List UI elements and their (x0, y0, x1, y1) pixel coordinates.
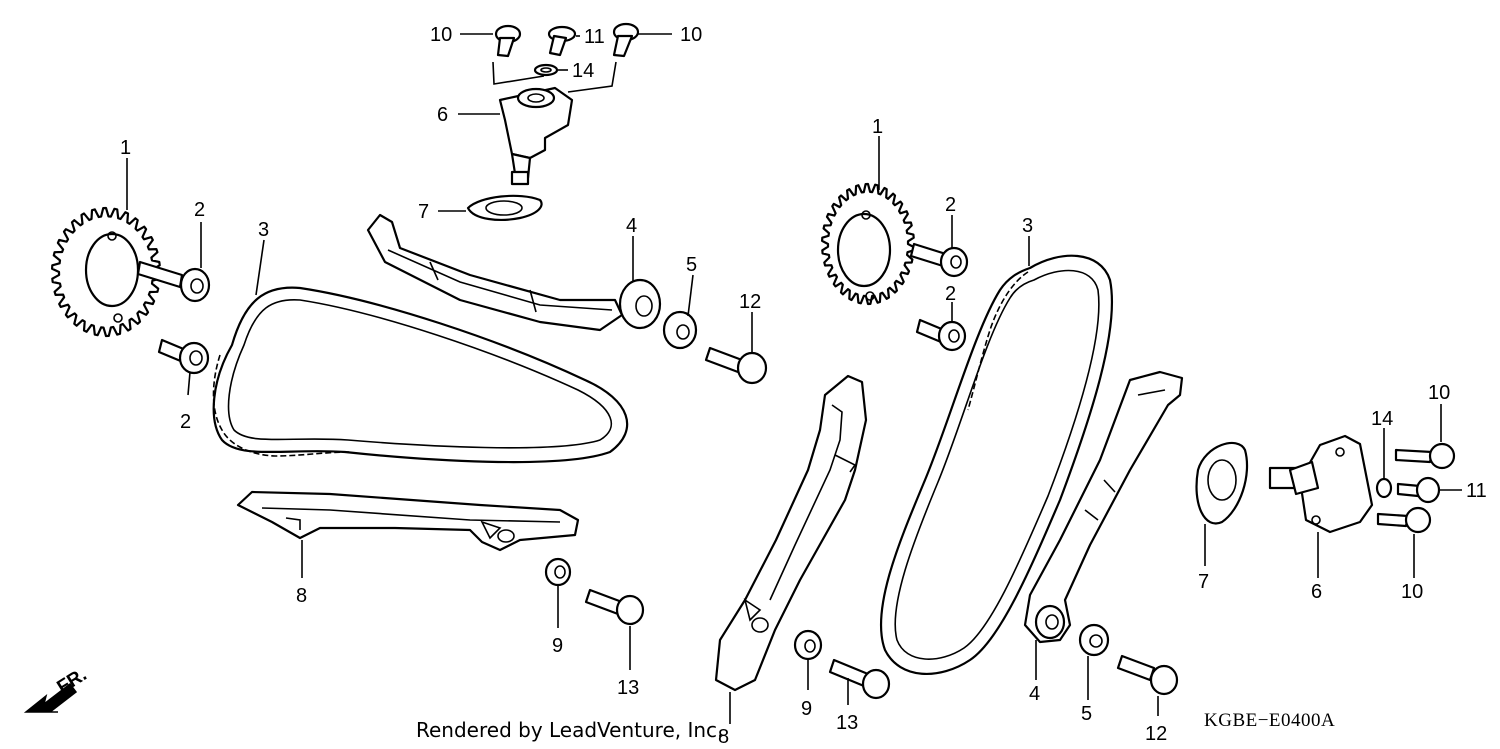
cam-chain-right[interactable] (879, 254, 1114, 676)
pivot-collar-right[interactable] (1078, 623, 1110, 657)
callout-11-top: 11 (584, 26, 605, 48)
tensioner-lifter-right[interactable] (1268, 434, 1374, 534)
tensioner-slider-left[interactable] (366, 213, 662, 332)
cam-chain-left[interactable] (212, 286, 629, 464)
tensioner-slider-right[interactable] (1023, 370, 1184, 644)
callout-1-left: 1 (120, 137, 131, 159)
front-arrow-icon (23, 682, 78, 713)
leader-lines (126, 33, 1462, 724)
guide-collar-right[interactable] (793, 629, 823, 661)
tensioner-gasket-top[interactable] (466, 194, 543, 221)
front-direction-marker: FR. (23, 664, 91, 713)
callout-3-left: 3 (258, 219, 269, 241)
callout-12-right: 12 (1145, 723, 1167, 745)
chain-guide-left[interactable] (236, 490, 580, 552)
callout-12-left: 12 (739, 291, 761, 313)
callout-6-top: 6 (437, 104, 448, 126)
callout-5-right: 5 (1081, 703, 1092, 725)
callout-2-left-lower: 2 (180, 411, 191, 433)
callout-2-right-upper: 2 (945, 194, 956, 216)
guide-collar-left[interactable] (544, 557, 572, 587)
callout-13-left: 13 (617, 677, 639, 699)
callout-6-right: 6 (1311, 581, 1322, 603)
lifter-bolt-top-right[interactable] (612, 22, 640, 58)
lifter-bolt-top-left[interactable] (494, 24, 522, 58)
tensioner-lifter-top[interactable] (498, 86, 574, 186)
sealing-washer-top[interactable] (533, 63, 559, 77)
callout-7-top: 7 (418, 201, 429, 223)
sealing-washer-right[interactable] (1375, 477, 1393, 499)
callout-labels: 1 2 2 3 4 5 12 6 7 10 10 11 14 8 9 13 1 … (120, 24, 1487, 748)
sealing-bolt-right[interactable] (1396, 476, 1441, 504)
chain-guide-right[interactable] (714, 374, 868, 692)
callout-14-right: 14 (1371, 408, 1393, 430)
callout-10-top-left: 10 (430, 24, 452, 46)
sprocket-bolt-left-lower[interactable] (157, 338, 210, 375)
callout-4-left: 4 (626, 215, 637, 237)
cam-sprocket-left[interactable] (51, 206, 161, 338)
callout-2-left-upper: 2 (194, 199, 205, 221)
cam-sprocket-right[interactable] (821, 182, 915, 306)
diagram-code: KGBE−E0400A (1204, 710, 1335, 731)
callout-9-right: 9 (801, 698, 812, 720)
callout-11-right: 11 (1466, 480, 1487, 502)
callout-7-right: 7 (1198, 571, 1209, 593)
sprocket-bolt-left-upper[interactable] (136, 260, 211, 303)
sealing-bolt-top[interactable] (547, 25, 577, 57)
callout-9-left: 9 (552, 635, 563, 657)
callout-5-left: 5 (686, 254, 697, 276)
pivot-collar-left[interactable] (662, 310, 698, 350)
callout-1-right: 1 (872, 116, 883, 138)
callout-3-right: 3 (1022, 215, 1033, 237)
callout-2-right-lower: 2 (945, 283, 956, 305)
lifter-bolt-right-upper[interactable] (1394, 442, 1456, 470)
pivot-bolt-right[interactable] (1116, 654, 1179, 696)
sprocket-bolt-right-upper[interactable] (909, 242, 969, 278)
guide-bolt-left[interactable] (584, 588, 645, 626)
pivot-bolt-left[interactable] (704, 346, 768, 385)
callout-8-right: 8 (718, 726, 729, 748)
sprocket-bolt-right-lower[interactable] (915, 318, 967, 352)
callout-13-right: 13 (836, 712, 858, 734)
render-credit: Rendered by LeadVenture, Inc. (416, 718, 723, 742)
callout-10-right-lower: 10 (1401, 581, 1423, 603)
guide-bolt-right[interactable] (828, 658, 891, 700)
callout-14-top: 14 (572, 60, 594, 82)
callout-10-right-upper: 10 (1428, 382, 1450, 404)
callout-4-right: 4 (1029, 683, 1040, 705)
callout-8-left: 8 (296, 585, 307, 607)
callout-10-top-right: 10 (680, 24, 702, 46)
lifter-bolt-right-lower[interactable] (1376, 506, 1432, 534)
tensioner-gasket-right[interactable] (1195, 441, 1249, 525)
